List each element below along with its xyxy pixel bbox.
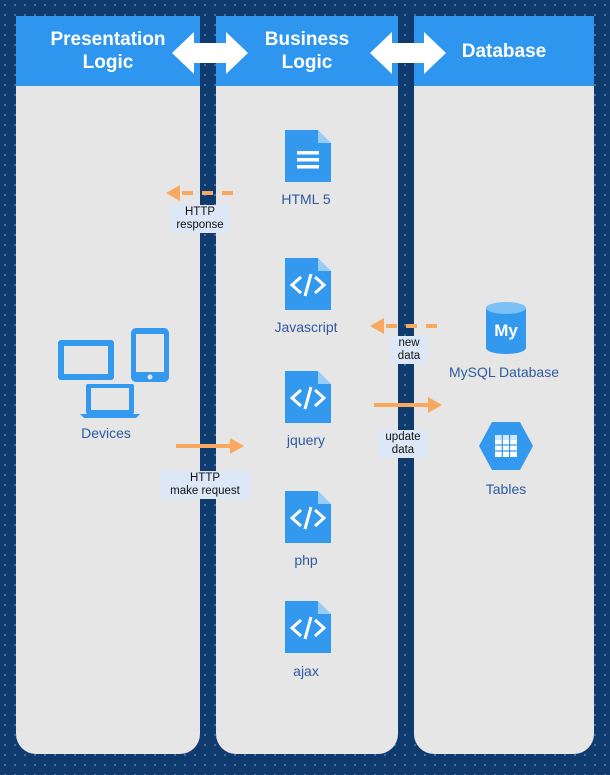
presentation-header: Presentation Logic bbox=[16, 16, 200, 86]
presentation-business-link-icon bbox=[172, 30, 248, 76]
tables-grid-icon bbox=[478, 420, 534, 472]
update-data-arrow-icon bbox=[374, 395, 444, 415]
database-header: Database bbox=[414, 16, 594, 86]
presentation-column: Presentation Logic bbox=[16, 16, 200, 754]
business-database-link-icon bbox=[370, 30, 446, 76]
business-header: Business Logic bbox=[216, 16, 398, 86]
mysql-database-icon: My bbox=[484, 300, 528, 356]
html5-label: HTML 5 bbox=[281, 191, 331, 207]
http-response-arrow-icon bbox=[164, 183, 244, 203]
mysql-icon-text: My bbox=[494, 321, 518, 340]
presentation-title: Presentation Logic bbox=[50, 29, 166, 73]
ajax-code-icon bbox=[282, 598, 334, 656]
jquery-code-icon bbox=[282, 368, 334, 426]
tables-label: Tables bbox=[485, 481, 527, 497]
mysql-database-label: MySQL Database bbox=[449, 364, 559, 380]
html5-document-icon bbox=[282, 127, 334, 185]
database-title: Database bbox=[461, 41, 547, 62]
php-label: php bbox=[294, 552, 318, 568]
http-request-label: HTTP make request bbox=[160, 471, 250, 499]
ajax-label: ajax bbox=[293, 663, 319, 679]
database-column: Database bbox=[414, 16, 594, 754]
http-request-arrow-icon bbox=[176, 436, 246, 456]
business-title: Business Logic bbox=[264, 29, 350, 73]
php-code-icon bbox=[282, 488, 334, 546]
devices-icon bbox=[56, 328, 172, 420]
new-data-label: new data bbox=[390, 336, 428, 364]
javascript-code-icon bbox=[282, 255, 334, 313]
devices-label: Devices bbox=[81, 425, 131, 441]
update-data-label: update data bbox=[378, 430, 428, 458]
jquery-label: jquery bbox=[286, 432, 326, 448]
new-data-arrow-icon bbox=[368, 316, 448, 336]
javascript-label: Javascript bbox=[274, 319, 338, 335]
http-response-label: HTTP response bbox=[170, 205, 230, 233]
